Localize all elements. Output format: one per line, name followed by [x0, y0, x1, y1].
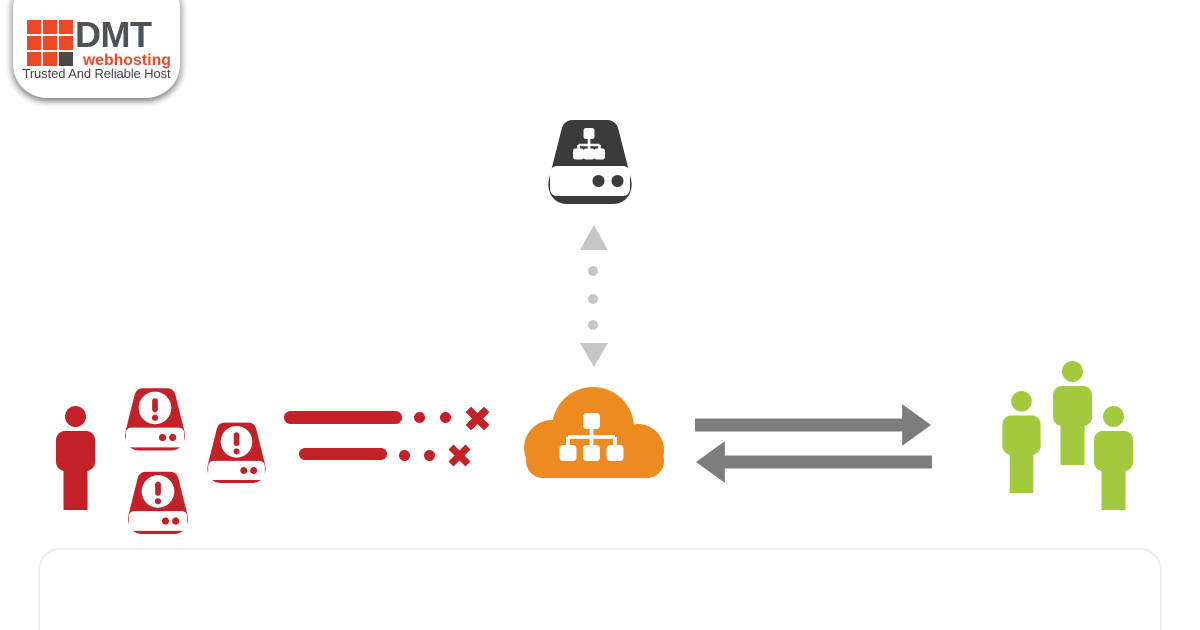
logo-brand-subtext: webhosting: [83, 52, 172, 69]
warning-drive-icon: [128, 471, 188, 534]
arrow-right-icon: [694, 404, 932, 446]
logo-grid-cell-orange: [43, 52, 57, 66]
logo-grid-cell-orange: [43, 36, 57, 50]
user-person-icon: [1094, 406, 1133, 510]
logo-grid-cell-dark: [59, 52, 73, 66]
logo-grid-cell-orange: [27, 52, 41, 66]
blocked-line-dot: [399, 450, 410, 461]
logo-brand-text: DMT: [75, 14, 152, 55]
user-person-icon: [1002, 391, 1041, 493]
logo-grid-cell-orange: [27, 36, 41, 50]
connector-dot: [588, 266, 598, 276]
dmt-webhosting-logo: DMT webhosting Trusted And Reliable Host: [13, 0, 180, 98]
blocked-line-dot: [424, 450, 435, 461]
logo-grid-icon: [27, 20, 73, 66]
warning-drive-icon: [207, 422, 266, 484]
logo-tagline: Trusted And Reliable Host: [22, 66, 171, 81]
connector-dot: [588, 320, 598, 330]
network-tree-icon: [573, 128, 605, 160]
logo-grid-cell-orange: [59, 36, 73, 50]
x-mark-icon: [448, 444, 471, 467]
x-mark-icon: [465, 406, 490, 431]
logo-grid-cell-orange: [43, 20, 57, 34]
warning-drive-icon: [125, 388, 185, 451]
cloud-network-icon: [524, 387, 664, 478]
user-person-icon: [1053, 361, 1092, 465]
connector-dot: [588, 294, 598, 304]
logo-grid-cell-orange: [27, 20, 41, 34]
blocked-line-bar: [299, 448, 387, 460]
triangle-down-icon: [580, 343, 608, 367]
logo-grid-cell-orange: [59, 20, 73, 34]
attacker-person-icon: [56, 406, 95, 510]
triangle-up-icon: [580, 225, 608, 250]
network-tree-icon: [559, 413, 624, 461]
background-card-edge: [38, 548, 1162, 630]
server-icon: [548, 120, 632, 204]
blocked-line-dot: [440, 412, 451, 423]
blocked-line-bar: [284, 411, 402, 424]
arrow-left-icon: [695, 441, 933, 483]
blocked-line-dot: [414, 412, 425, 423]
